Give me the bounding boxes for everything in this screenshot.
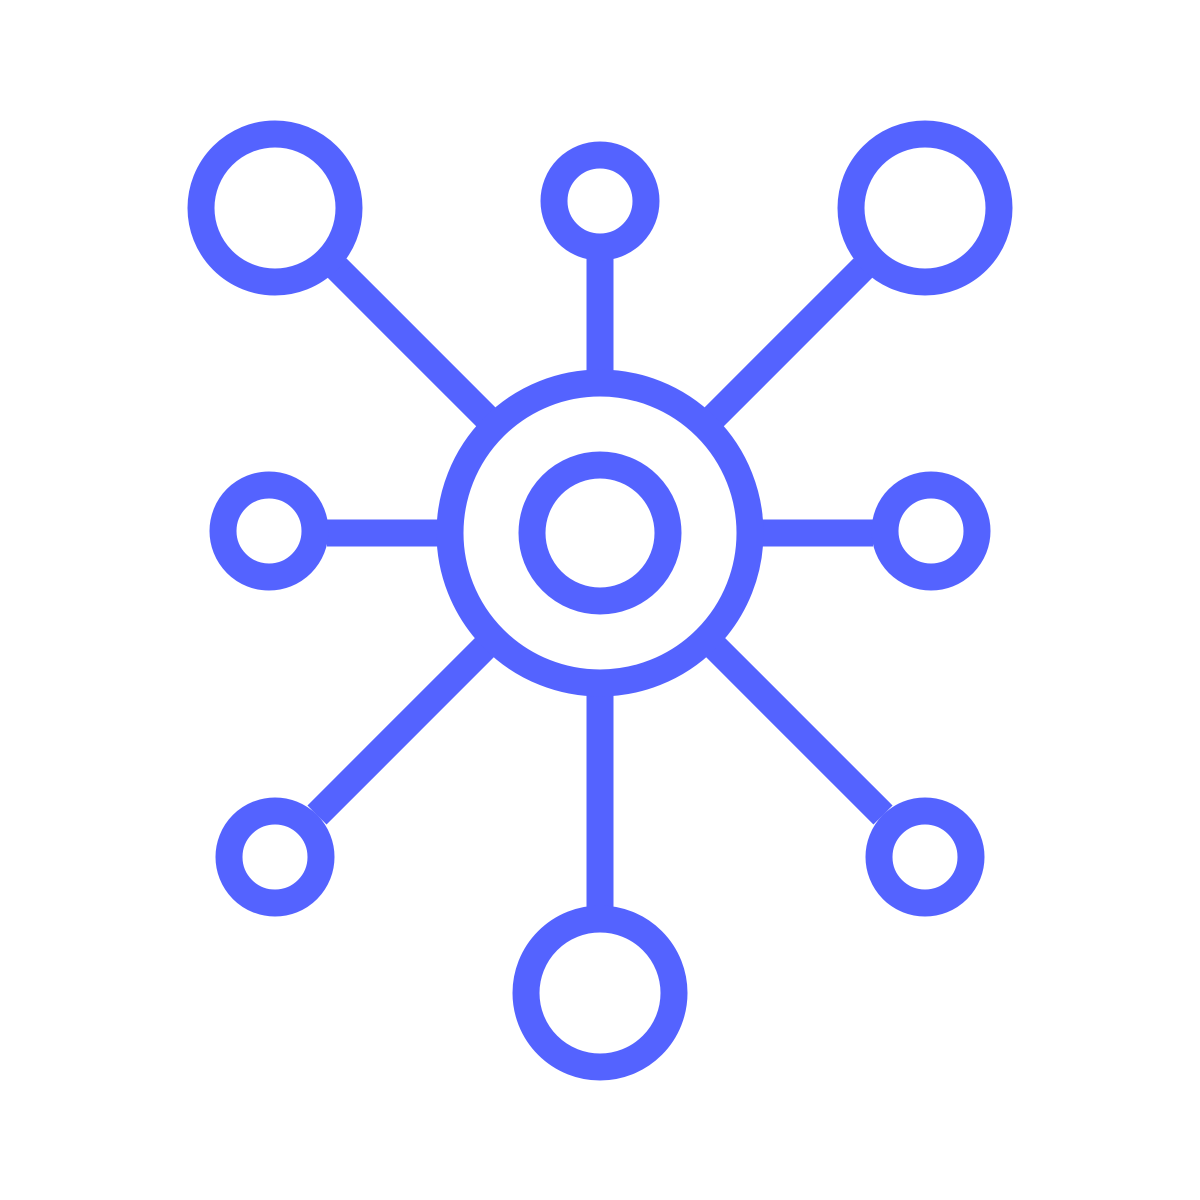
- node-top-right: [837, 120, 1013, 296]
- node-bottom: [512, 905, 688, 1081]
- node-right: [871, 471, 991, 591]
- node-bottom-left: [215, 797, 335, 917]
- connector-bottom-left: [307, 636, 496, 825]
- connector-bottom-right: [704, 636, 893, 825]
- node-left: [209, 471, 329, 591]
- connector-top-right: [704, 258, 873, 427]
- connector-top-left: [327, 258, 496, 427]
- node-top-left: [187, 120, 363, 296]
- hub-inner-ring: [518, 451, 682, 615]
- node-top: [540, 141, 660, 261]
- node-bottom-right: [865, 797, 985, 917]
- hub-outer-ring: [436, 369, 764, 697]
